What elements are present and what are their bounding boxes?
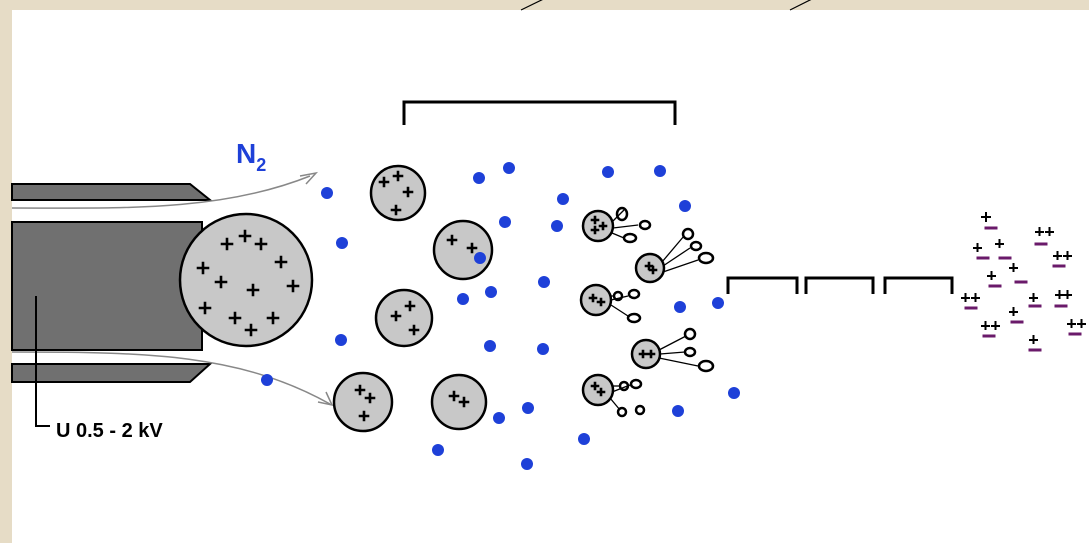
process-brackets <box>402 100 954 294</box>
charged-droplets <box>332 164 494 433</box>
daughter-droplets <box>612 206 715 418</box>
fission-droplets <box>579 209 666 407</box>
decor-line-right <box>789 0 812 11</box>
decor-line-left <box>520 0 543 11</box>
positive-charges <box>196 170 658 422</box>
gas-flow-arrows <box>11 171 334 407</box>
gas-molecules <box>261 162 740 470</box>
taylor-cone-droplet <box>178 212 314 348</box>
gas-label: N2 <box>236 138 267 176</box>
fission-tails <box>609 209 699 411</box>
gas-phase-ions <box>961 212 1086 352</box>
voltage-label: U 0.5 - 2 kV <box>56 420 163 442</box>
capillary <box>11 183 213 383</box>
voltage-lead <box>35 296 50 427</box>
